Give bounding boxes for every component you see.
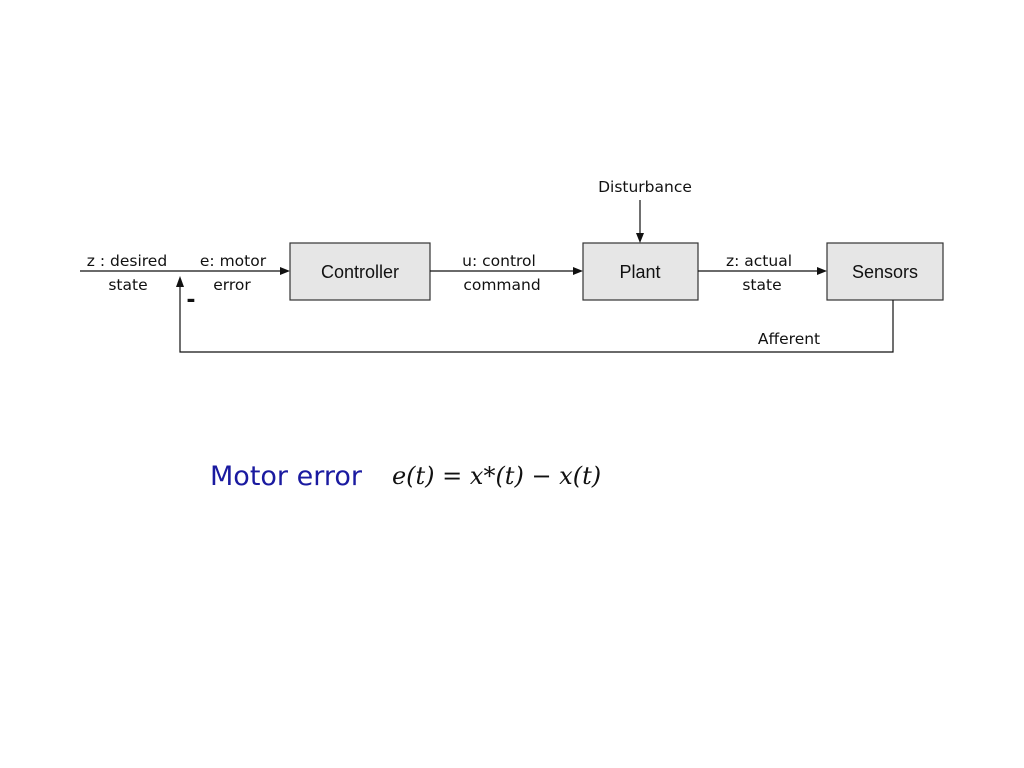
controller-box — [289, 242, 431, 301]
control-arrowhead — [573, 267, 583, 275]
minus-sign: - — [186, 288, 195, 313]
actual-state-arrowhead — [817, 267, 827, 275]
error-label-line1: e: motor — [200, 252, 267, 270]
input-label-line1: z : desired — [87, 252, 167, 270]
sensors-box — [826, 242, 944, 301]
disturbance-label: Disturbance — [598, 178, 692, 196]
actual-label-line2: state — [742, 276, 781, 294]
control-loop-diagram: Controller Plant Disturbance Sensors Aff… — [80, 178, 944, 353]
controller-label: Controller — [321, 262, 399, 282]
feedback-arrowhead — [176, 276, 184, 287]
actual-label-line1: z: actual — [726, 252, 792, 270]
feedback-line — [179, 286, 894, 353]
motor-error-label: Motor error — [210, 460, 362, 492]
disturbance-arrowhead — [636, 233, 644, 243]
feedback-label: Afferent — [758, 330, 820, 348]
plant-box — [582, 242, 699, 301]
error-label-line2: error — [213, 276, 251, 294]
sensors-label: Sensors — [852, 262, 918, 282]
error-arrowhead — [280, 267, 290, 275]
input-label-line2: state — [108, 276, 147, 294]
control-label-line1: u: control — [462, 252, 536, 270]
motor-error-equation: e(t) = x*(t) − x(t) — [391, 462, 602, 490]
control-label-line2: command — [463, 276, 540, 294]
motor-error-caption: Motor error e(t) = x*(t) − x(t) — [210, 456, 601, 496]
plant-label: Plant — [619, 262, 660, 282]
